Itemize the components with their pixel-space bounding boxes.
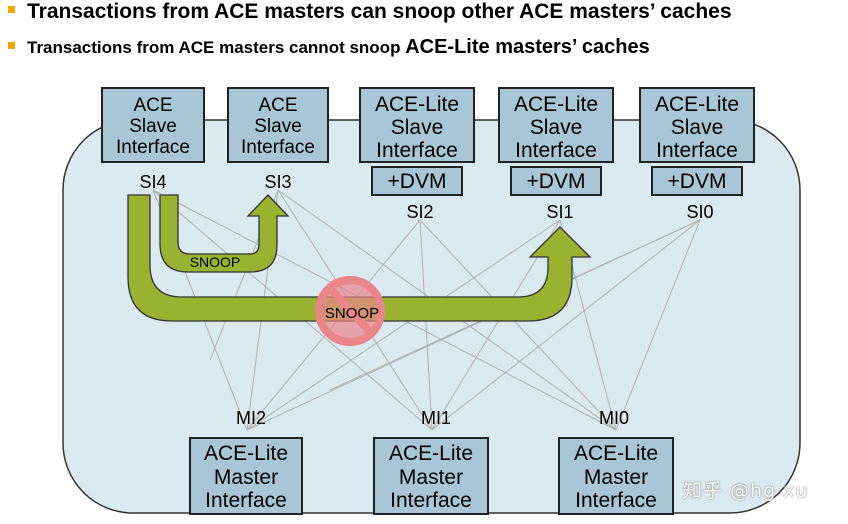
master-interface-mi0: MI0 ACE-Lite Master Interface: [558, 408, 674, 515]
bullet-marker: [8, 42, 15, 50]
master-line: Interface: [390, 489, 472, 512]
slave-interface-si3: ACE Slave Interface SI3: [227, 87, 329, 192]
slave-line: Slave: [129, 116, 177, 137]
bullet-marker: [8, 5, 15, 13]
dvm-box: [371, 166, 463, 196]
slave-id: SI1: [546, 202, 573, 222]
slave-interface-si4: ACE Slave Interface SI4: [101, 87, 205, 192]
dvm-box: [651, 166, 743, 196]
slave-interface-si0: ACE-Lite Slave Interface +DVM SI0: [639, 87, 755, 222]
slave-line: ACE: [133, 95, 172, 116]
dvm-box: [510, 166, 602, 196]
dvm-label: +DVM: [527, 170, 586, 193]
slave-line: Slave: [530, 116, 583, 139]
bullet-2: Transactions from ACE masters cannot sno…: [8, 36, 650, 59]
slave-line: ACE-Lite: [514, 93, 598, 116]
watermark: 知乎 @hg xu: [683, 480, 809, 502]
slave-line: ACE: [258, 95, 297, 116]
master-line: Master: [399, 466, 463, 489]
slave-line: Interface: [376, 139, 458, 162]
slave-line: ACE-Lite: [375, 93, 459, 116]
master-line: ACE-Lite: [389, 442, 473, 465]
slave-line: Interface: [241, 137, 315, 158]
master-line: Interface: [575, 489, 657, 512]
slave-line: Slave: [391, 116, 444, 139]
bullet-2-text-b: ACE-Lite masters’ caches: [405, 36, 650, 58]
slave-line: Interface: [656, 139, 738, 162]
bullet-1: Transactions from ACE masters can snoop …: [8, 0, 732, 24]
slave-line: Slave: [671, 116, 724, 139]
master-line: ACE-Lite: [204, 442, 288, 465]
master-id: MI0: [599, 408, 629, 428]
master-line: ACE-Lite: [574, 442, 658, 465]
master-interface-mi1: MI1 ACE-Lite Master Interface: [373, 408, 489, 515]
slave-id: SI0: [686, 202, 713, 222]
master-id: MI1: [421, 408, 451, 428]
dvm-label: +DVM: [668, 170, 727, 193]
bullet-1-text: Transactions from ACE masters can snoop …: [27, 0, 732, 23]
slave-line: ACE-Lite: [655, 93, 739, 116]
slave-id: SI2: [406, 202, 433, 222]
master-line: Master: [584, 466, 648, 489]
snoop-label-big: SNOOP: [325, 305, 379, 322]
snoop-label-small: SNOOP: [190, 254, 241, 270]
dvm-label: +DVM: [388, 170, 447, 193]
slave-line: Interface: [116, 137, 190, 158]
snoop-arrow-allowed: [159, 194, 290, 273]
prohibit-icon: [315, 276, 385, 346]
slave-line: Interface: [515, 139, 597, 162]
slave-interface-si2: ACE-Lite Slave Interface +DVM SI2: [359, 87, 475, 222]
snoop-arrow-blocked: [127, 194, 592, 322]
bullet-2-text-a: Transactions from ACE masters cannot sno…: [27, 38, 406, 57]
master-line: Master: [214, 466, 278, 489]
master-line: Interface: [205, 489, 287, 512]
slave-interface-si1: ACE-Lite Slave Interface +DVM SI1: [498, 87, 614, 222]
slave-id: SI4: [139, 172, 166, 192]
slave-line: Slave: [254, 116, 302, 137]
master-id: MI2: [236, 408, 266, 428]
slave-id: SI3: [264, 172, 291, 192]
master-interface-mi2: MI2 ACE-Lite Master Interface: [189, 408, 303, 515]
